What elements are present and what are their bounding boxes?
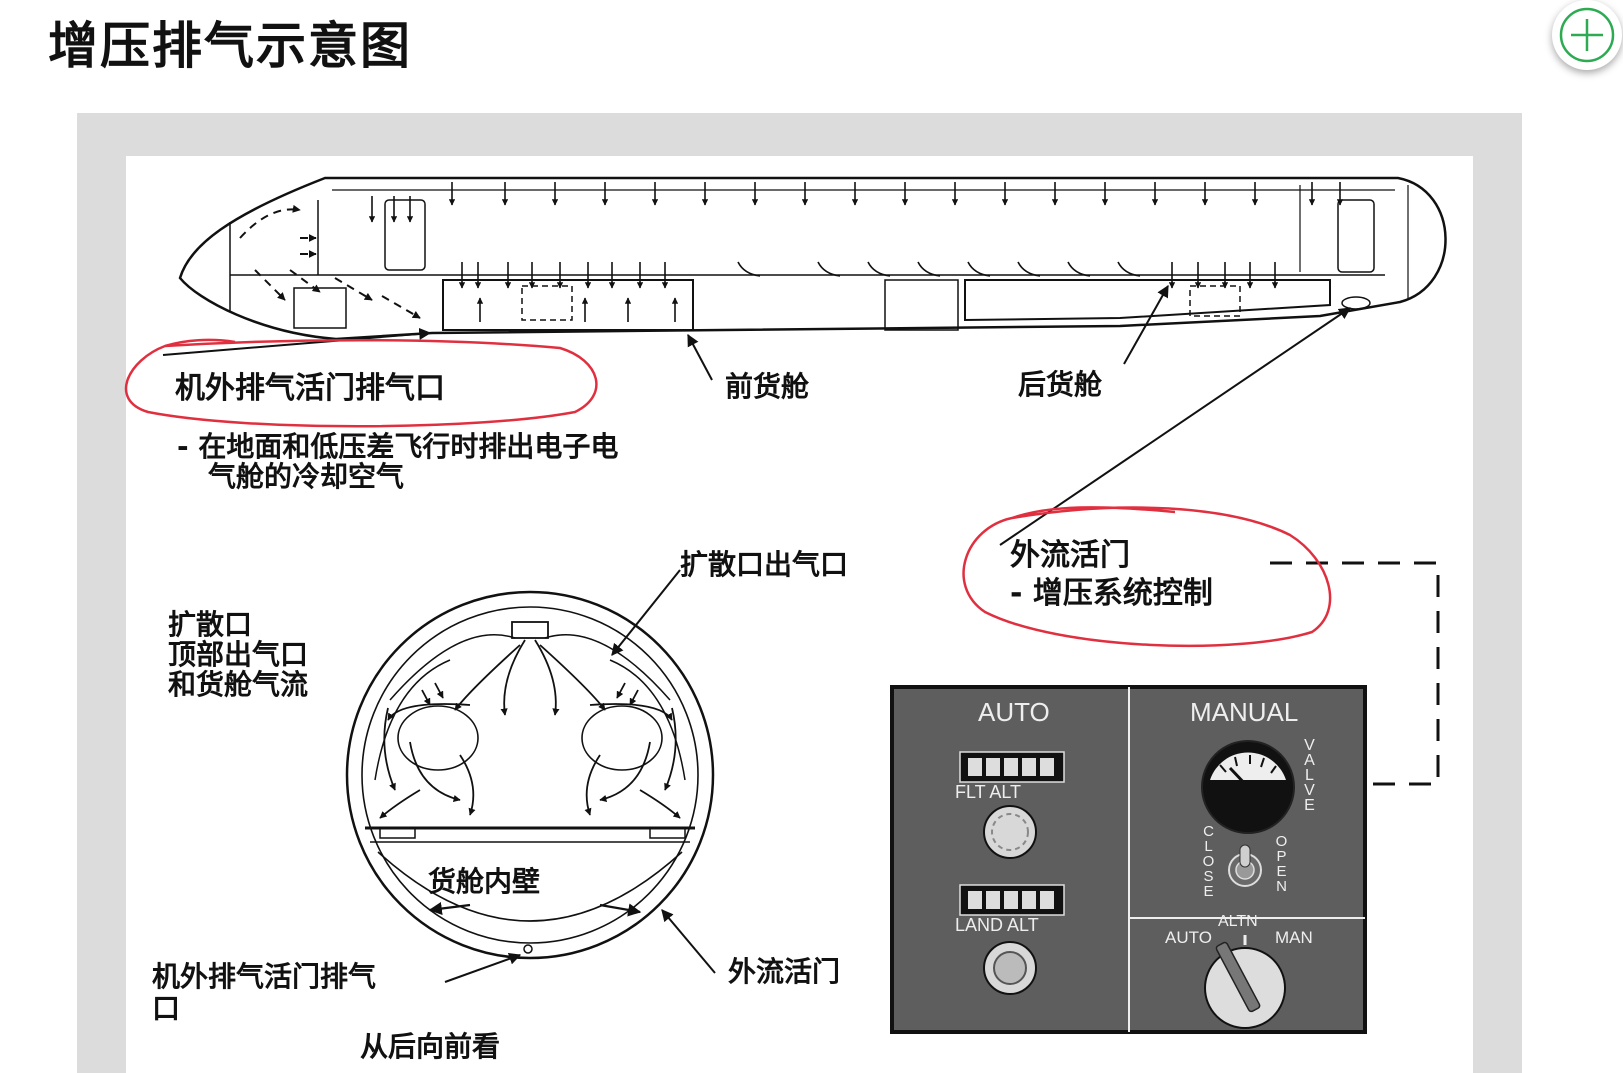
label-forward-cargo: 前货舱 bbox=[725, 370, 810, 403]
flt-alt-label: FLT ALT bbox=[955, 782, 1022, 802]
label-aft-cargo: 后货舱 bbox=[1018, 368, 1103, 401]
page-title: 增压排气示意图 bbox=[48, 17, 412, 75]
selector-altn-label: ALTN bbox=[1218, 913, 1258, 930]
selector-man-label: MAN bbox=[1275, 928, 1313, 947]
panel-connector-dashed bbox=[1270, 561, 1440, 786]
selector-auto-label: AUTO bbox=[1165, 928, 1212, 947]
add-button[interactable] bbox=[1552, 0, 1622, 70]
fuselage-side-view bbox=[178, 176, 1447, 341]
valve-label: VALVE bbox=[1301, 737, 1318, 812]
label-overboard-exhaust-note-1: - 在地面和低压差飞行时排出电子电 bbox=[177, 430, 619, 463]
red-highlight-loops bbox=[124, 338, 1332, 648]
label-cargo-liner: 货舱内壁 bbox=[428, 865, 541, 898]
cargo-liner-arrows bbox=[428, 901, 642, 917]
label-overboard-exhaust-note-2: 气舱的冷却空气 bbox=[208, 460, 405, 493]
open-label: OPEN bbox=[1273, 833, 1290, 893]
label-diffuser-1: 扩散口 bbox=[168, 608, 253, 641]
floor-deflectors bbox=[737, 261, 1141, 277]
panel-manual-heading: MANUAL bbox=[1190, 697, 1299, 727]
land-alt-label: LAND ALT bbox=[955, 915, 1039, 935]
pressurization-control-panel bbox=[890, 685, 1367, 1034]
label-overboard-exhaust-bottom-1: 机外排气活门排气 bbox=[152, 960, 377, 993]
cross-section-leaders bbox=[444, 569, 716, 983]
label-diffuser-outlet: 扩散口出气口 bbox=[680, 548, 849, 581]
cabin-airflow-arrows bbox=[379, 639, 681, 819]
label-outflow-valve-bottom: 外流活门 bbox=[728, 955, 841, 988]
label-leaders bbox=[162, 284, 1351, 546]
plus-circle-icon bbox=[1559, 7, 1615, 63]
ebay-cooling-flow bbox=[239, 204, 421, 319]
label-overboard-exhaust-bottom-2: 口 bbox=[152, 992, 181, 1025]
label-outflow-valve: 外流活门 bbox=[1010, 538, 1130, 573]
label-diffuser-2: 顶部出气口 bbox=[168, 638, 309, 671]
floor-airflow-arrows bbox=[458, 262, 1279, 322]
label-overboard-exhaust: 机外排气活门排气口 bbox=[175, 371, 445, 406]
panel-auto-heading: AUTO bbox=[978, 697, 1050, 727]
close-label: CLOSE bbox=[1200, 823, 1217, 898]
label-outflow-valve-note: - 增压系统控制 bbox=[1010, 576, 1213, 611]
label-diffuser-3: 和货舱气流 bbox=[168, 668, 309, 701]
ceiling-airflow-arrows bbox=[368, 182, 1344, 223]
label-view-from-aft: 从后向前看 bbox=[360, 1030, 501, 1063]
fuselage-cross-section bbox=[345, 590, 715, 960]
